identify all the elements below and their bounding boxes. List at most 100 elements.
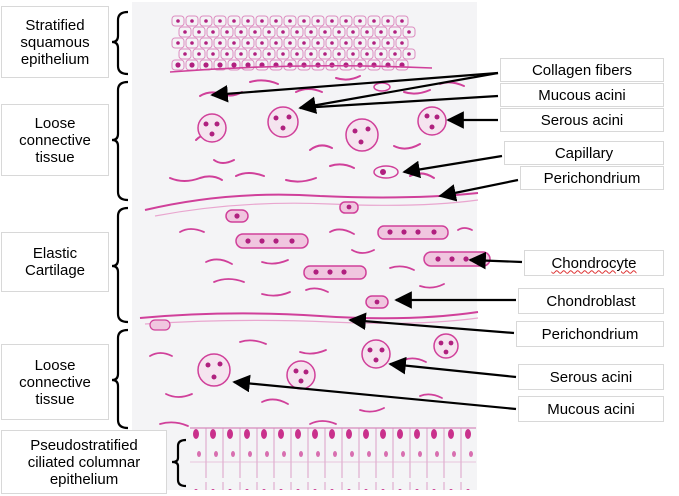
cell-nucleus (323, 52, 327, 56)
cell-nucleus (246, 19, 250, 23)
cell-nucleus (175, 62, 181, 68)
epithelial-cell (192, 48, 206, 60)
epithelial-cell (318, 26, 332, 38)
cell-nucleus (239, 30, 243, 34)
epithelial-cell (290, 48, 304, 60)
epithelial-cell (192, 26, 206, 38)
perichondrium-bottom (139, 311, 479, 320)
epithelial-cell (311, 37, 325, 49)
epithelial-cell (227, 37, 241, 49)
cell-nucleus (386, 41, 390, 45)
cell-nucleus (288, 41, 292, 45)
cell-nucleus (400, 41, 404, 45)
serous-acini-top (197, 106, 447, 152)
label-mucous-acini-bottom: Mucous acini (518, 396, 664, 422)
cell-nucleus (316, 41, 320, 45)
epithelial-cell (304, 48, 318, 60)
epithelial-cell (360, 26, 374, 38)
label-stratified-squamous-epithelium: Stratified squamous epithelium (1, 6, 109, 78)
epithelial-cell (185, 37, 199, 49)
basement-membrane (169, 64, 433, 73)
left-brackets (111, 10, 187, 488)
cell-nucleus (218, 19, 222, 23)
cell-nucleus (232, 41, 236, 45)
epithelial-cell (388, 26, 402, 38)
epithelial-cell (206, 26, 220, 38)
epithelial-cell (178, 48, 192, 60)
epithelial-cell (206, 48, 220, 60)
epithelial-cell (248, 48, 262, 60)
cell-nucleus (372, 41, 376, 45)
epithelial-cell (241, 59, 255, 71)
cell-nucleus (407, 30, 411, 34)
cell-nucleus (218, 41, 222, 45)
cell-nucleus (225, 30, 229, 34)
epithelial-cell (234, 26, 248, 38)
label-pseudostratified-ciliated-columnar-epithelium: Pseudostratified ciliated columnar epith… (1, 430, 167, 494)
acini-bottom (197, 333, 459, 390)
epithelial-cell (332, 48, 346, 60)
cell-nucleus (344, 41, 348, 45)
cell-nucleus (232, 19, 236, 23)
epithelial-cell (283, 37, 297, 49)
stratified-epithelium-cells (169, 15, 433, 73)
cell-nucleus (309, 52, 313, 56)
pseudostratified-epithelium (190, 427, 476, 490)
epithelial-cell (213, 15, 227, 27)
cell-nucleus (253, 30, 257, 34)
cell-nucleus (337, 30, 341, 34)
epithelial-cell (402, 48, 416, 60)
epithelial-cell (185, 15, 199, 27)
epithelial-cell (339, 37, 353, 49)
cell-nucleus (295, 30, 299, 34)
epithelial-cell (241, 15, 255, 27)
cell-nucleus (253, 52, 257, 56)
cell-nucleus (337, 52, 341, 56)
epithelial-cell (381, 15, 395, 27)
epithelial-cell (297, 15, 311, 27)
cell-nucleus (190, 19, 194, 23)
cell-nucleus (176, 19, 180, 23)
cell-nucleus (225, 52, 229, 56)
cell-nucleus (351, 30, 355, 34)
cell-nucleus (217, 62, 223, 68)
cell-nucleus (393, 30, 397, 34)
cell-nucleus (183, 52, 187, 56)
epithelial-cell (171, 37, 185, 49)
epithelial-cell (213, 59, 227, 71)
cell-nucleus (358, 41, 362, 45)
cell-nucleus (204, 19, 208, 23)
epithelial-cell (220, 48, 234, 60)
label-loose-connective-tissue-bottom: Loose connective tissue (1, 344, 109, 420)
epithelial-cell (367, 15, 381, 27)
label-capillary: Capillary (504, 141, 664, 165)
epithelial-cell (255, 59, 269, 71)
epithelial-cell (269, 37, 283, 49)
epithelial-cell (318, 48, 332, 60)
epithelial-cell (395, 37, 409, 49)
epithelial-cell (269, 59, 283, 71)
epithelial-cell (395, 59, 409, 71)
cell-nucleus (231, 62, 237, 68)
label-serous-acini-top: Serous acini (500, 108, 664, 132)
epithelial-cell (395, 15, 409, 27)
epithelial-cell (367, 59, 381, 71)
epithelial-cell (381, 37, 395, 49)
loose-connective-tissue-top (169, 75, 465, 183)
epithelial-cell (199, 37, 213, 49)
cell-nucleus (316, 19, 320, 23)
epithelial-cell (255, 15, 269, 27)
epithelial-cell (346, 26, 360, 38)
cell-nucleus (302, 19, 306, 23)
cell-nucleus (260, 41, 264, 45)
cell-nucleus (267, 30, 271, 34)
cell-nucleus (386, 19, 390, 23)
epithelial-cell (234, 48, 248, 60)
epithelial-cell (213, 37, 227, 49)
epithelial-cell (178, 26, 192, 38)
cell-nucleus (323, 30, 327, 34)
epithelial-cell (374, 48, 388, 60)
epithelial-cell (374, 26, 388, 38)
label-arrows (210, 71, 523, 411)
